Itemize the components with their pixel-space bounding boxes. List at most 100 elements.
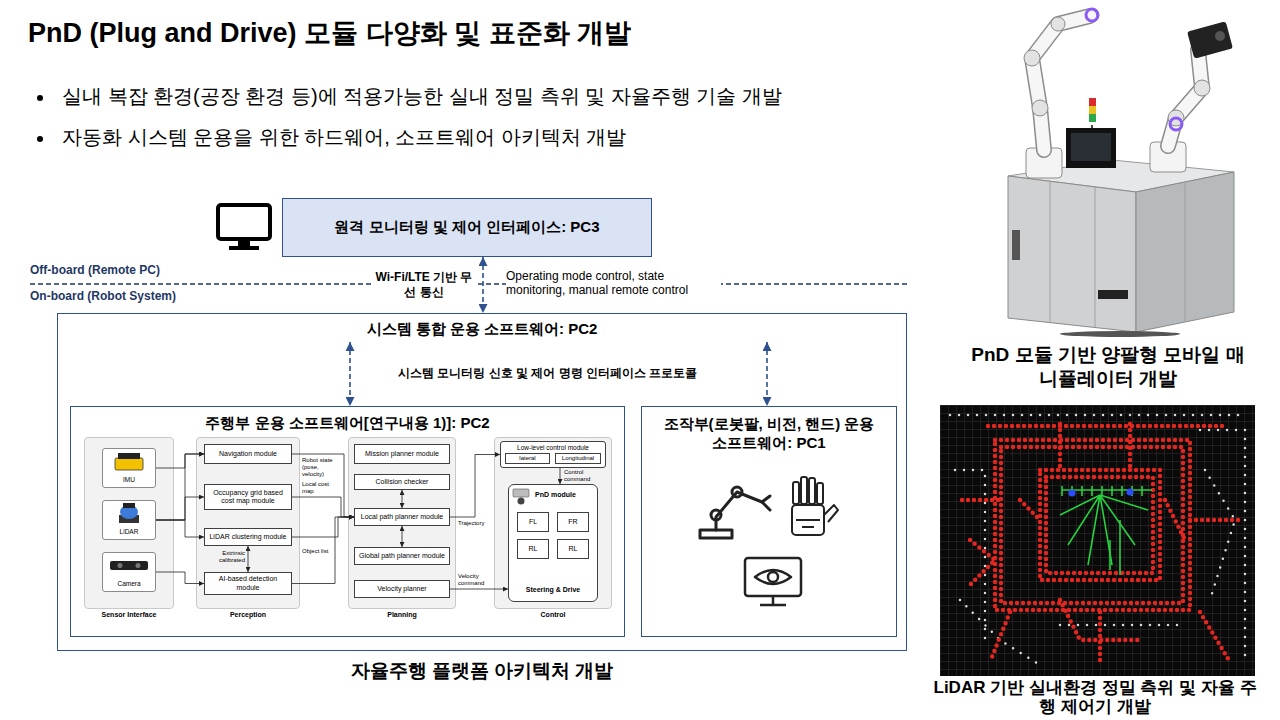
- monitor-icon: [218, 205, 270, 250]
- camera-icon: [110, 561, 148, 570]
- text-anchor: On-board (Robot System): [30, 289, 176, 304]
- control-module: Low-level control module lateral Longitudi…: [500, 441, 606, 468]
- wheel-box: RL: [517, 539, 549, 559]
- module-box: Mission planner module: [354, 444, 450, 464]
- software-box: 주행부 운용 소프트웨어[연구내용 1)]: PC2Sensor Interfa…: [70, 406, 625, 637]
- text-anchor: Object list: [302, 548, 332, 555]
- module-box: Global path planner module: [354, 547, 450, 565]
- robot-hand-icon: [792, 477, 838, 535]
- data-flow-arrow: [292, 517, 354, 537]
- node-text: 시스템 통합 운용 소프트웨어: PC2: [58, 314, 906, 338]
- sub-module: lateral: [505, 453, 550, 464]
- system-box: 시스템 통합 운용 소프트웨어: PC2 주행부 운용 소프트웨어[연구내용 1)…: [57, 313, 907, 651]
- data-flow-arrow: [156, 454, 204, 468]
- edge-label: Velocity command: [458, 573, 492, 587]
- data-flow-arrow: [156, 520, 204, 537]
- data-flow-arrow: [248, 546, 249, 572]
- sub-module: Longitudinal: [555, 453, 601, 464]
- data-flow-arrow: [292, 454, 354, 517]
- layer-column: ControlLow-level control modulelateralLo…: [494, 437, 612, 609]
- layer-column: PlanningMission planner moduleCollision …: [348, 437, 456, 609]
- text-anchor: 자율주행 플랫폼 아키텍처 개발: [282, 659, 682, 683]
- data-flow-arrow: [402, 526, 403, 547]
- pnd-wheel-icon: [513, 489, 529, 505]
- node-text: Global path planner module: [359, 552, 445, 561]
- text-anchor: 시스템 모니터링 신호 및 제어 명령 인터페이스 프로토콜: [398, 366, 697, 381]
- link-arrow: [482, 257, 484, 313]
- node-text: 원격 모니터링 및 제어 인터페이스: PC3: [334, 218, 599, 237]
- text-anchor: Control command: [564, 469, 604, 483]
- text-anchor: Wi-Fi/LTE 기반 무선 통신: [372, 270, 476, 300]
- node-text: Low-level control module: [501, 442, 605, 452]
- text-anchor: Robot state (pose, velocity): [302, 457, 338, 478]
- layer-column: PerceptionNavigation moduleOccupancy gri…: [196, 437, 300, 609]
- data-flow-arrow: [156, 572, 204, 584]
- text-anchor: Trajectory: [458, 520, 492, 527]
- interface-note: 시스템 모니터링 신호 및 제어 명령 인터페이스 프로토콜: [398, 366, 697, 381]
- column-label: Sensor Interface: [85, 611, 173, 619]
- node-text: PnD module: [509, 485, 597, 499]
- node-text: Velocity planner: [377, 585, 426, 594]
- robot-arm-icon: [700, 487, 770, 538]
- edge-label: Control command: [564, 469, 604, 483]
- edge-label: Object list: [302, 548, 332, 555]
- node-text: 조작부(로봇팔, 비전, 핸드) 운용 소프트웨어: PC1: [663, 414, 875, 452]
- module-box: Navigation module: [204, 444, 292, 464]
- text-anchor: Local cost map: [302, 481, 338, 495]
- node-text: LiDAR: [103, 528, 155, 536]
- module-box: Local path planner module: [354, 508, 450, 526]
- node-text: Occupancy grid based cost map module: [208, 489, 288, 506]
- data-flow-arrow: [450, 589, 508, 590]
- bullet-text: 실내 복잡 환경(공장 환경 등)에 적용가능한 실내 정밀 측위 및 자율주행…: [62, 84, 782, 109]
- data-flow-arrow: [156, 497, 204, 520]
- node-text: RL: [529, 545, 538, 553]
- node-text: FR: [568, 518, 577, 526]
- node-text: FL: [529, 518, 537, 526]
- column-label: Control: [495, 611, 611, 619]
- figure-caption: 자율주행 플랫폼 아키텍처 개발: [282, 659, 682, 683]
- data-flow-arrow: [560, 468, 561, 484]
- edge-label: Local cost map: [302, 481, 338, 495]
- text-anchor: LiDAR 기반 실내환경 정밀 측위 및 자율 주행 제어기 개발: [930, 678, 1260, 716]
- node-text: Camera: [103, 580, 155, 588]
- node-text: AI-based detection module: [208, 575, 288, 592]
- wheel-box: RL: [557, 539, 589, 559]
- vision-monitor-icon: [745, 558, 801, 605]
- node-text: lateral: [519, 455, 535, 462]
- column-label: Planning: [349, 611, 455, 619]
- text-anchor: 실내 복잡 환경(공장 환경 등)에 적용가능한 실내 정밀 측위 및 자율주행…: [62, 84, 782, 109]
- node-text: Steering & Drive: [509, 586, 597, 594]
- data-flow-arrow: [156, 454, 204, 520]
- zone-label: On-board (Robot System): [30, 289, 176, 304]
- data-flow-arrow: [450, 455, 500, 518]
- node-text: Local path planner module: [361, 513, 444, 522]
- module-box: Occupancy grid based cost map module: [204, 484, 292, 510]
- module-box: Collision checker: [354, 474, 450, 490]
- lidar-map: [940, 405, 1255, 676]
- link-arrow: [349, 342, 351, 406]
- node-text: Longitudinal: [562, 455, 594, 462]
- node-text: Collision checker: [376, 478, 429, 487]
- zone-label: Off-board (Remote PC): [30, 263, 160, 278]
- bullet-text: 자동화 시스템 운용을 위한 하드웨어, 소프트웨어 아키텍처 개발: [62, 125, 626, 150]
- module-box: AI-based detection module: [204, 572, 292, 595]
- module-box: LiDAR clustering module: [204, 528, 292, 546]
- node-text: Navigation module: [219, 450, 277, 459]
- node-text: RL: [569, 545, 578, 553]
- text-anchor: 자동화 시스템 운용을 위한 하드웨어, 소프트웨어 아키텍처 개발: [62, 125, 626, 150]
- wheel-box: FL: [517, 512, 549, 532]
- text-anchor: Operating mode control, state monitoring…: [506, 269, 721, 297]
- data-flow-arrow: [292, 497, 354, 517]
- bullet-dots: [37, 95, 43, 142]
- edge-label: Robot state (pose, velocity): [302, 457, 338, 478]
- wheel-box: FR: [557, 512, 589, 532]
- text-anchor: PnD (Plug and Drive) 모듈 다양화 및 표준화 개발: [28, 16, 631, 50]
- map-caption: LiDAR 기반 실내환경 정밀 측위 및 자율 주행 제어기 개발: [930, 678, 1260, 716]
- data-flow-arrow: [402, 490, 403, 508]
- node-text: IMU: [103, 476, 155, 484]
- column-label: Perception: [197, 611, 299, 619]
- text-anchor: Off-board (Remote PC): [30, 263, 160, 278]
- node-text: Mission planner module: [365, 450, 439, 459]
- photo-caption: PnD 모듈 기반 양팔형 모바일 매니퓰레이터 개발: [965, 343, 1251, 391]
